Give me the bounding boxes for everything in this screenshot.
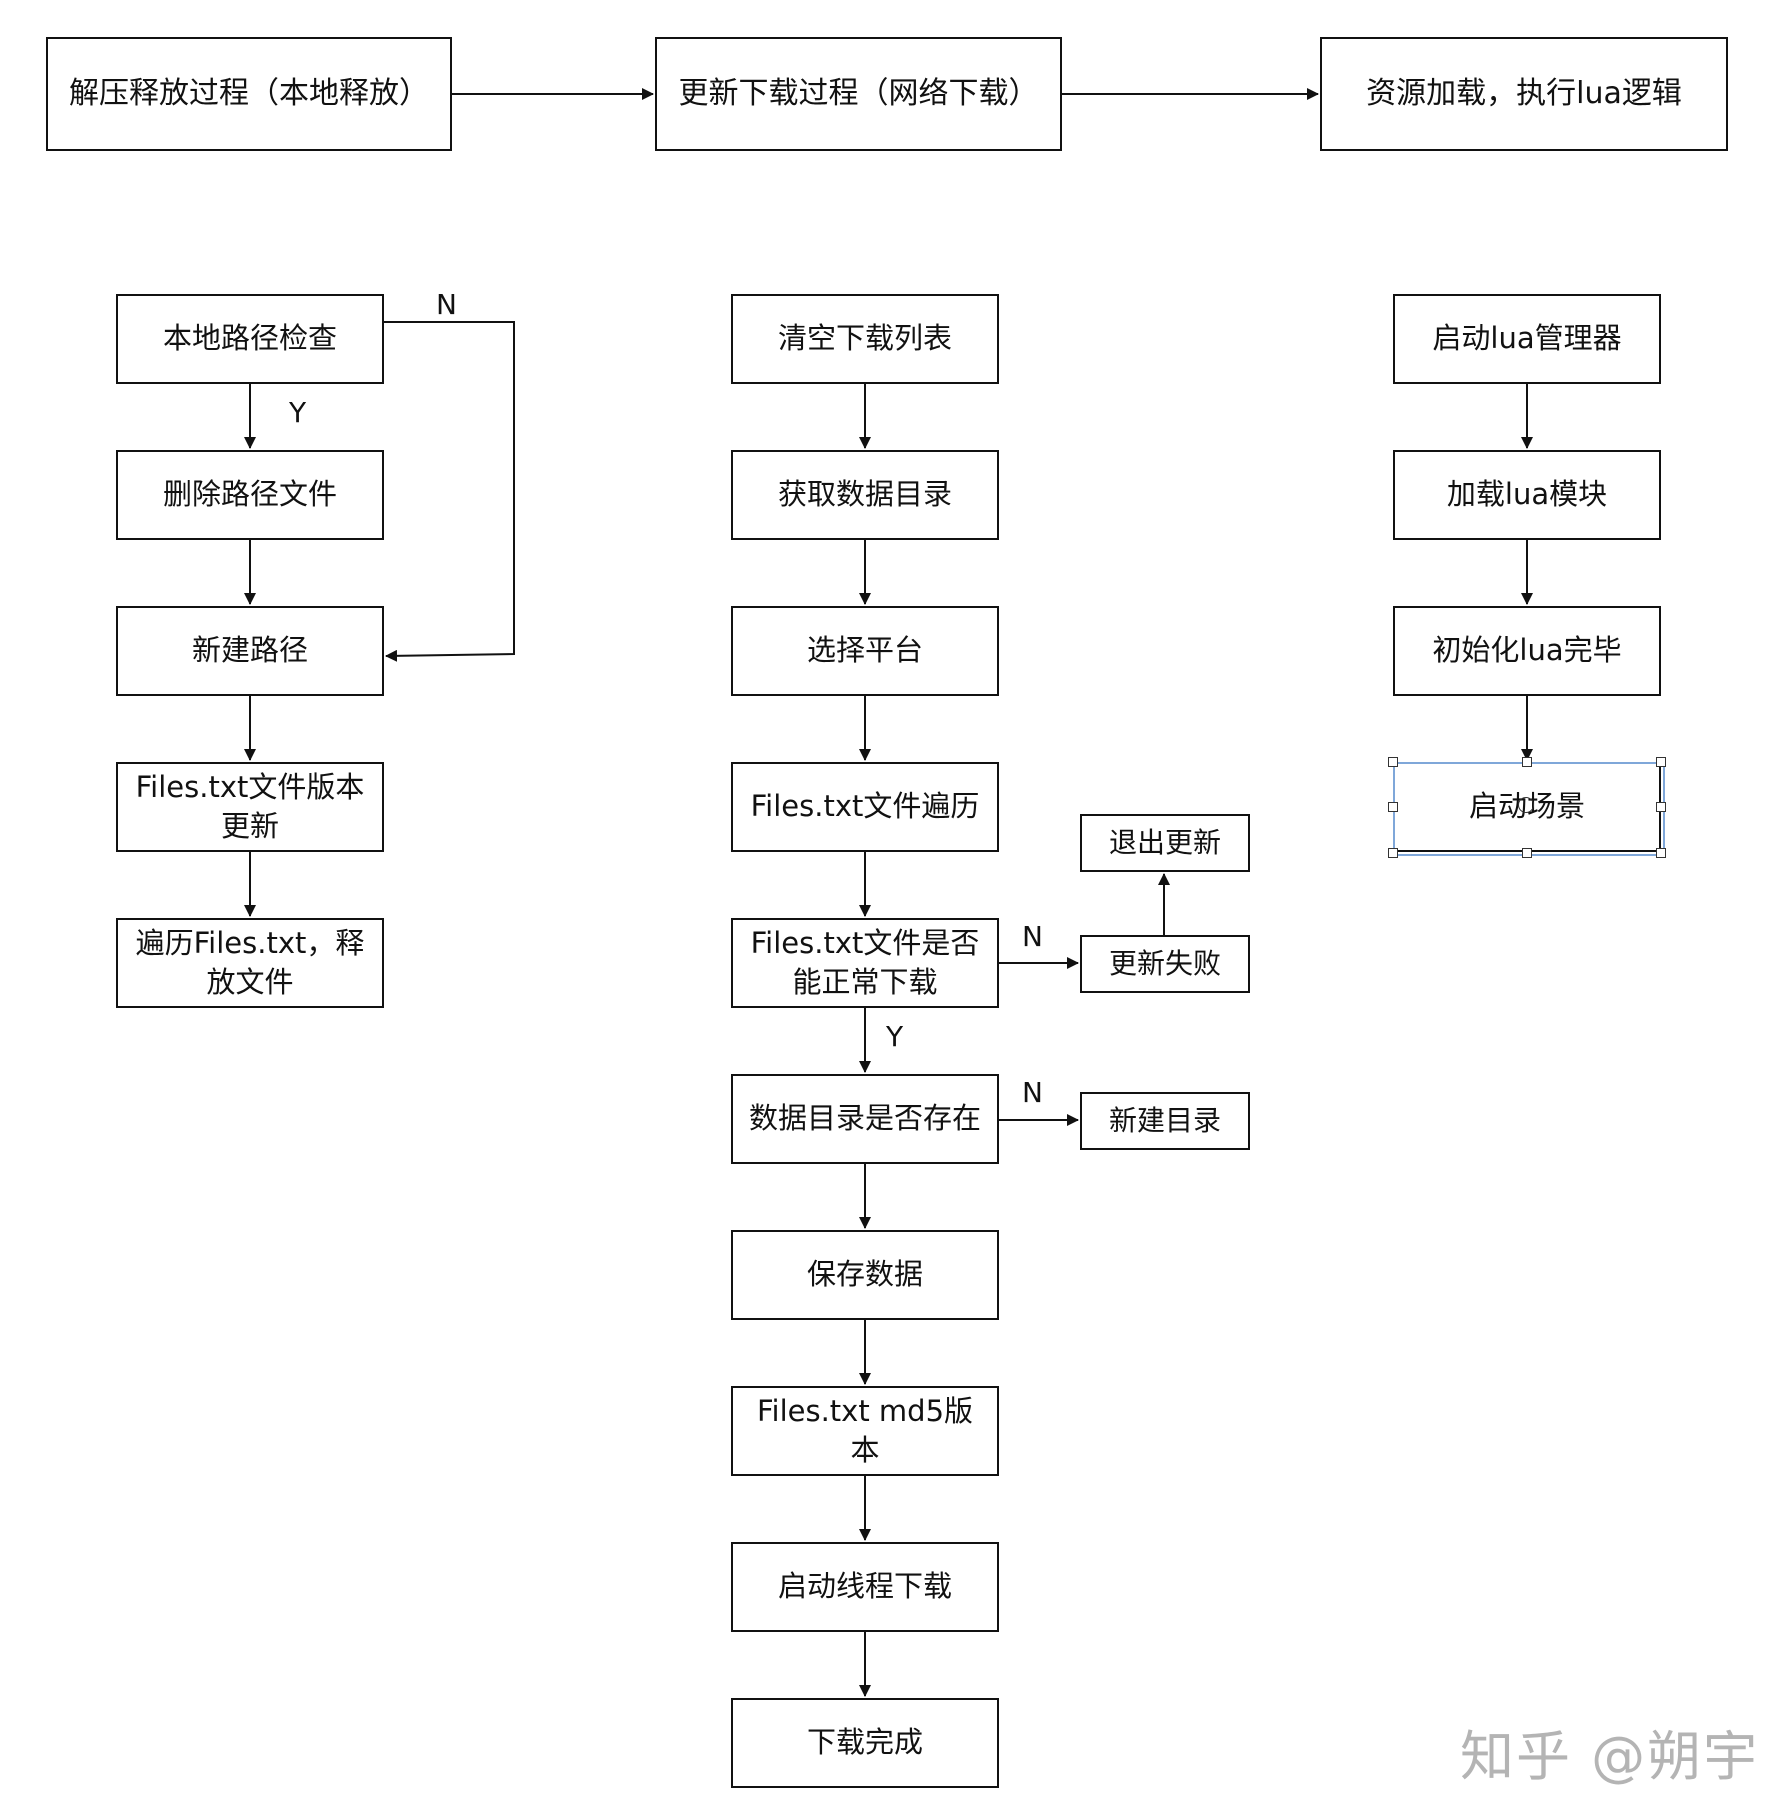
selection-handle[interactable] (1388, 757, 1398, 767)
node-save-data[interactable]: 保存数据 (731, 1230, 999, 1320)
phase-label: 资源加载，执行lua逻辑 (1366, 75, 1682, 111)
connector-l1-no-l3[interactable] (384, 321, 515, 662)
node-load-lua-module[interactable]: 加载lua模块 (1393, 450, 1661, 540)
edge-label-no: N (1022, 1076, 1043, 1109)
node-label: 保存数据 (806, 1257, 923, 1292)
node-files-download-check[interactable]: Files.txt文件是否能正常下载 (731, 918, 999, 1008)
node-label: 数据目录是否存在 (748, 1101, 981, 1136)
node-label: 本地路径检查 (162, 321, 337, 356)
node-label: Files.txt文件是否能正常下载 (750, 925, 980, 999)
node-release-files[interactable]: 遍历Files.txt，释放文件 (116, 918, 384, 1008)
node-label: 更新失败 (1108, 947, 1221, 981)
phase-box-network-download[interactable]: 更新下载过程（网络下载） (655, 37, 1062, 151)
node-label: 初始化lua完毕 (1432, 633, 1622, 668)
node-clear-download-list[interactable]: 清空下载列表 (731, 294, 999, 384)
node-label: 获取数据目录 (777, 477, 952, 512)
node-label: 下载完成 (806, 1725, 923, 1760)
selection-handle[interactable] (1388, 802, 1398, 812)
rotate-handle[interactable] (1518, 797, 1534, 813)
node-label: 加载lua模块 (1446, 477, 1608, 512)
phase-box-resource-load[interactable]: 资源加载，执行lua逻辑 (1320, 37, 1728, 151)
edge-label-yes: Y (289, 396, 307, 429)
node-get-data-directory[interactable]: 获取数据目录 (731, 450, 999, 540)
node-download-complete[interactable]: 下载完成 (731, 1698, 999, 1788)
node-update-failed[interactable]: 更新失败 (1080, 935, 1250, 993)
phase-box-local-release[interactable]: 解压释放过程（本地释放） (46, 37, 452, 151)
node-label: 启动lua管理器 (1432, 321, 1622, 356)
node-data-directory-exists[interactable]: 数据目录是否存在 (731, 1074, 999, 1164)
phase-label: 解压释放过程（本地释放） (69, 75, 429, 111)
node-exit-update[interactable]: 退出更新 (1080, 814, 1250, 872)
node-label: 退出更新 (1108, 826, 1221, 860)
edge-label-yes: Y (886, 1020, 904, 1053)
node-files-traverse[interactable]: Files.txt文件遍历 (731, 762, 999, 852)
node-create-path[interactable]: 新建路径 (116, 606, 384, 696)
node-label: 删除路径文件 (162, 477, 337, 512)
node-label: 遍历Files.txt，释放文件 (135, 925, 365, 999)
node-files-md5-version[interactable]: Files.txt md5版本 (731, 1386, 999, 1476)
selection-handle[interactable] (1656, 757, 1666, 767)
node-files-version-update[interactable]: Files.txt文件版本更新 (116, 762, 384, 852)
node-label: 启动线程下载 (777, 1569, 952, 1604)
phase-label: 更新下载过程（网络下载） (678, 75, 1039, 111)
node-label: 新建路径 (191, 633, 308, 668)
node-local-path-check[interactable]: 本地路径检查 (116, 294, 384, 384)
selection-handle[interactable] (1522, 848, 1532, 858)
node-label: Files.txt md5版本 (756, 1393, 974, 1467)
node-init-lua-done[interactable]: 初始化lua完毕 (1393, 606, 1661, 696)
node-label: 新建目录 (1108, 1104, 1221, 1138)
node-start-lua-manager[interactable]: 启动lua管理器 (1393, 294, 1661, 384)
node-start-thread-download[interactable]: 启动线程下载 (731, 1542, 999, 1632)
node-label: Files.txt文件遍历 (750, 789, 980, 824)
node-label: 清空下载列表 (777, 321, 952, 356)
node-select-platform[interactable]: 选择平台 (731, 606, 999, 696)
watermark: 知乎 @朔宇 (1460, 1725, 1760, 1788)
node-label: 选择平台 (806, 633, 923, 668)
node-label: Files.txt文件版本更新 (135, 769, 365, 843)
node-delete-path-files[interactable]: 删除路径文件 (116, 450, 384, 540)
selection-handle[interactable] (1522, 757, 1532, 767)
edge-label-no: N (1022, 920, 1043, 953)
selection-handle[interactable] (1656, 848, 1666, 858)
selection-handle[interactable] (1656, 802, 1666, 812)
node-create-directory[interactable]: 新建目录 (1080, 1092, 1250, 1150)
edge-label-no: N (436, 288, 457, 321)
selection-handle[interactable] (1388, 848, 1398, 858)
